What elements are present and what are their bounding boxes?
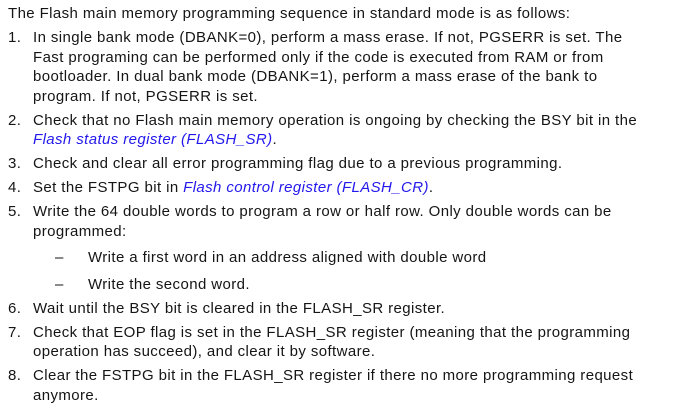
sub-bullet-item: – Write a first word in an address aligne… [55,248,677,268]
item-body: Write a first word in an address aligned… [88,248,677,268]
text-line: anymore. [33,386,677,405]
item-body: Set the FSTPG bit in Flash control regis… [33,178,677,198]
item-body: Wait until the BSY bit is cleared in the… [33,299,677,319]
item-number: 2. [8,111,22,129]
text-segment: anymore. [33,386,99,404]
sub-bullet-item: – Write the second word. [55,275,677,295]
item-body: Check and clear all error programming fl… [33,154,677,174]
register-cross-reference-link[interactable]: Flash control register (FLASH_CR) [183,179,429,196]
item-number: 5. [8,203,22,220]
text-line: Write the 64 double words to program a r… [33,202,677,222]
item-number: 8. [8,367,22,384]
text-line: Check that no Flash main memory operatio… [33,111,677,131]
sequence-list: 1. In single bank mode (DBANK=0), perform… [8,28,677,405]
item-body: Check that EOP flag is set in the FLASH_… [33,323,677,362]
bullet-dash: – [55,249,64,266]
item-number: 7. [8,323,22,341]
text-line: Wait until the BSY bit is cleared in the… [33,299,677,319]
text-segment: bootloader. In dual bank mode (DBANK=1),… [33,68,598,85]
item-body: Write the 64 double words to program a r… [33,202,677,241]
item-body: In single bank mode (DBANK=0), perform a… [33,28,677,106]
numbered-list-item: 8. Clear the FSTPG bit in the FLASH_SR re… [8,366,677,405]
text-segment: Fast programing can be performed only if… [33,48,604,66]
numbered-list-item: 6. Wait until the BSY bit is cleared in t… [8,299,677,319]
text-segment: Write the second word. [88,275,250,293]
text-segment: Check that EOP flag is set in the FLASH_… [33,323,631,341]
item-number: 4. [8,179,22,196]
text-line: Write the second word. [88,275,677,295]
text-line: Write a first word in an address aligned… [88,248,677,268]
text-line: Check that EOP flag is set in the FLASH_… [33,323,677,343]
text-line: Fast programing can be performed only if… [33,48,677,68]
text-line: Set the FSTPG bit in Flash control regis… [33,178,677,198]
text-line: Clear the FSTPG bit in the FLASH_SR regi… [33,366,677,386]
text-segment: . [272,131,278,148]
text-segment: Write the 64 double words to program a r… [33,203,612,220]
text-line: program. If not, PGSERR is set. [33,87,677,107]
intro-paragraph: The Flash main memory programming sequen… [8,5,571,22]
numbered-list-item: 1. In single bank mode (DBANK=0), perform… [8,28,677,106]
item-body: Write the second word. [88,275,677,295]
numbered-list-item: 7. Check that EOP flag is set in the FLAS… [8,323,677,362]
bullet-dash: – [55,275,64,293]
text-segment: Wait until the BSY bit is cleared in the… [33,299,446,317]
numbered-list-item: 5. Write the 64 double words to program a… [8,202,677,241]
numbered-list-item: 2. Check that no Flash main memory operat… [8,111,677,150]
text-segment: programmed: [33,222,127,240]
register-cross-reference-link[interactable]: Flash status register (FLASH_SR) [33,131,273,148]
item-body: Clear the FSTPG bit in the FLASH_SR regi… [33,366,677,405]
numbered-list-item: 3. Check and clear all error programming … [8,154,677,174]
text-line: In single bank mode (DBANK=0), perform a… [33,28,677,48]
text-line: operation has succeed), and clear it by … [33,342,677,362]
text-segment: Clear the FSTPG bit in the FLASH_SR regi… [33,367,634,384]
text-segment: operation has succeed), and clear it by … [33,343,376,360]
text-segment: Set the FSTPG bit in [33,179,184,196]
text-line: Check and clear all error programming fl… [33,154,677,174]
text-segment: Check and clear all error programming fl… [33,155,563,172]
text-segment: In single bank mode (DBANK=0), perform a… [33,29,623,46]
item-number: 6. [8,299,22,317]
numbered-list-item: 4. Set the FSTPG bit in Flash control reg… [8,178,677,198]
item-number: 1. [8,29,22,46]
text-line: bootloader. In dual bank mode (DBANK=1),… [33,67,677,87]
text-segment: Check that no Flash main memory operatio… [33,111,638,129]
text-line: Flash status register (FLASH_SR). [33,130,677,150]
item-number: 3. [8,155,22,172]
text-segment: program. If not, PGSERR is set. [33,87,258,105]
text-line: programmed: [33,222,677,242]
text-segment: . [428,179,434,196]
item-body: Check that no Flash main memory operatio… [33,111,677,150]
text-segment: Write a first word in an address aligned… [88,249,487,266]
